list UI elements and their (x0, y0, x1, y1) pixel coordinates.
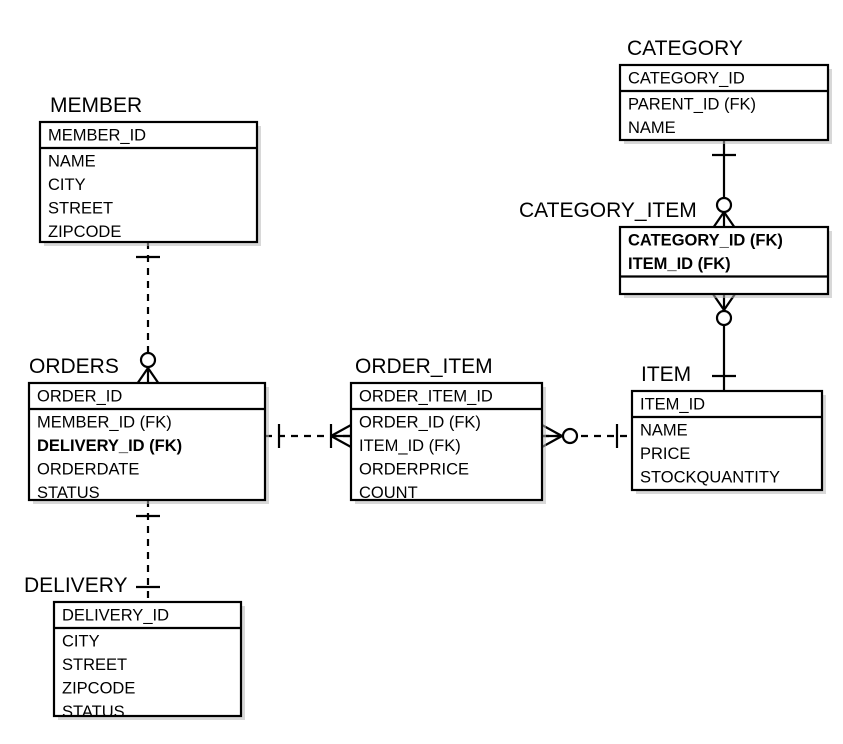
cardinality-many-crowsfoot (136, 367, 160, 385)
entity-key-attribute: MEMBER_ID (48, 127, 146, 145)
entity-attribute: PRICE (640, 445, 690, 463)
entity-delivery[interactable]: DELIVERY DELIVERY_ID CITY STREET ZIPCODE STAT… (24, 574, 245, 721)
cardinality-many-crowsfoot (330, 424, 352, 448)
entity-attribute: PARENT_ID (FK) (628, 96, 756, 114)
relationship-order-item-item[interactable] (541, 424, 632, 448)
entity-attribute: STATUS (37, 484, 100, 502)
entity-key-attribute: ITEM_ID (FK) (628, 255, 731, 273)
entity-title-item: ITEM (641, 363, 691, 386)
entity-attribute: ITEM_ID (FK) (359, 437, 461, 455)
entity-attribute: ZIPCODE (62, 680, 135, 698)
entity-title-order_item: ORDER_ITEM (355, 355, 493, 378)
entity-title-delivery: DELIVERY (24, 574, 128, 597)
entity-box-category[interactable] (618, 63, 830, 142)
entity-box-orders[interactable] (27, 381, 267, 502)
relationship-category-item-item[interactable] (712, 293, 736, 391)
relationship-category-category-item[interactable] (712, 140, 736, 229)
entity-key-attribute: CATEGORY_ID (FK) (628, 232, 783, 250)
cardinality-many-crowsfoot (712, 211, 736, 229)
entity-attribute: NAME (628, 119, 676, 137)
entity-key-attribute: ORDER_ID (37, 388, 122, 406)
entity-item[interactable]: ITEM ITEM_ID NAME PRICE STOCKQUANTITY (630, 363, 826, 494)
entity-box-delivery[interactable] (52, 600, 243, 718)
entity-attribute: ZIPCODE (48, 223, 121, 241)
entity-box-category_item[interactable] (618, 225, 830, 296)
entity-attribute: MEMBER_ID (FK) (37, 414, 172, 432)
entity-title-category_item: CATEGORY_ITEM (519, 199, 697, 222)
entity-orders[interactable]: ORDERS ORDER_ID MEMBER_ID (FK) DELIVERY_ID … (27, 355, 269, 504)
entity-attribute: ORDER_ID (FK) (359, 414, 481, 432)
entity-box-item[interactable] (630, 389, 824, 492)
entity-attribute: NAME (48, 153, 96, 171)
entity-order_item[interactable]: ORDER_ITEM ORDER_ITEM_ID ORDER_ID (FK) ITEM… (349, 355, 546, 504)
entity-attribute: ORDERDATE (37, 461, 139, 479)
relationship-orders-delivery[interactable] (136, 500, 160, 602)
entity-attribute: STATUS (62, 703, 125, 721)
cardinality-zero-circle (139, 351, 157, 369)
cardinality-zero-circle (715, 196, 733, 214)
entity-title-member: MEMBER (50, 94, 142, 117)
entity-title-orders: ORDERS (29, 355, 119, 378)
entity-member[interactable]: MEMBER MEMBER_ID NAME CITY STREET ZIPCODE (38, 94, 261, 246)
entity-attribute: NAME (640, 422, 688, 440)
entity-category_item[interactable]: CATEGORY_ITEM CATEGORY_ID (FK) ITEM_ID (FK… (519, 199, 832, 298)
cardinality-zero-circle (561, 427, 579, 445)
entity-attribute: CITY (62, 633, 100, 651)
entity-key-attribute: CATEGORY_ID (628, 70, 745, 88)
entity-attribute: STREET (48, 200, 113, 218)
entity-attribute: CITY (48, 176, 86, 194)
entity-attribute: DELIVERY_ID (FK) (37, 437, 182, 455)
entity-key-attribute: DELIVERY_ID (62, 607, 169, 625)
cardinality-zero-circle (715, 309, 733, 327)
entity-attribute: ORDERPRICE (359, 461, 469, 479)
entity-attribute: COUNT (359, 484, 418, 502)
entity-category[interactable]: CATEGORY CATEGORY_ID PARENT_ID (FK) NAME (618, 37, 832, 144)
entities-layer: MEMBER MEMBER_ID NAME CITY STREET ZIPCODE ORDE… (24, 37, 832, 721)
entity-attribute: STREET (62, 656, 127, 674)
entity-box-member[interactable] (38, 120, 259, 244)
entity-key-attribute: ITEM_ID (640, 396, 705, 414)
relationship-orders-order-item[interactable] (265, 424, 352, 448)
entity-title-category: CATEGORY (627, 37, 743, 60)
entity-attribute: STOCKQUANTITY (640, 469, 780, 487)
entity-key-attribute: ORDER_ITEM_ID (359, 388, 493, 406)
relationship-member-orders[interactable] (136, 242, 160, 385)
entity-box-order_item[interactable] (349, 381, 544, 502)
